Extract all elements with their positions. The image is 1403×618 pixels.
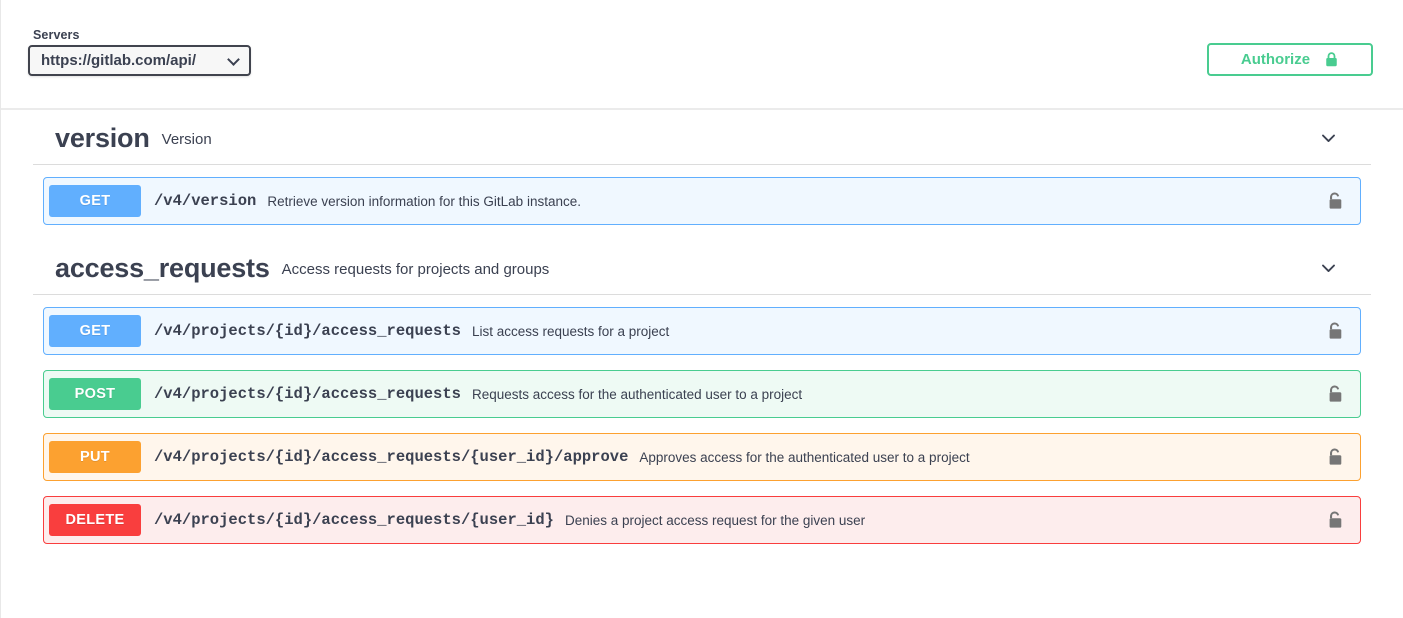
tag-section-version: version Version GET /v4/version Retrieve…: [33, 110, 1371, 225]
http-method-badge: GET: [49, 315, 141, 347]
tag-description: Version: [161, 131, 212, 148]
operation-path: /v4/version: [154, 192, 257, 210]
operation-description: Approves access for the authenticated us…: [639, 449, 970, 465]
operation-row[interactable]: PUT /v4/projects/{id}/access_requests/{u…: [43, 433, 1361, 481]
authorize-wrapper: Authorize: [1207, 43, 1373, 76]
operation-description: Denies a project access request for the …: [564, 512, 866, 528]
chevron-down-icon[interactable]: [1320, 260, 1337, 277]
tag-description: Access requests for projects and groups: [281, 261, 550, 278]
scheme-container: Servers https://gitlab.com/api/ Authoriz…: [1, 0, 1403, 110]
tag-header-access-requests[interactable]: access_requests Access requests for proj…: [33, 240, 1371, 295]
lock-open-icon[interactable]: [1326, 321, 1344, 341]
operation-row[interactable]: GET /v4/projects/{id}/access_requests Li…: [43, 307, 1361, 355]
operation-description: Requests access for the authenticated us…: [471, 386, 803, 402]
server-select[interactable]: https://gitlab.com/api/: [28, 45, 251, 76]
server-select-value: https://gitlab.com/api/: [41, 52, 197, 69]
tag-name: access_requests: [55, 253, 270, 283]
lock-open-icon[interactable]: [1326, 384, 1344, 404]
tag-name: version: [55, 123, 150, 153]
tag-header-version[interactable]: version Version: [33, 110, 1371, 165]
http-method-badge: PUT: [49, 441, 141, 473]
http-method-badge: GET: [49, 185, 141, 217]
http-method-badge: POST: [49, 378, 141, 410]
operation-path: /v4/projects/{id}/access_requests: [154, 385, 461, 403]
operation-path: /v4/projects/{id}/access_requests/{user_…: [154, 511, 554, 529]
api-operations-container: version Version GET /v4/version Retrieve…: [1, 110, 1403, 544]
operation-description: List access requests for a project: [471, 323, 670, 339]
operation-path: /v4/projects/{id}/access_requests: [154, 322, 461, 340]
authorize-button[interactable]: Authorize: [1207, 43, 1373, 76]
operation-row[interactable]: POST /v4/projects/{id}/access_requests R…: [43, 370, 1361, 418]
lock-open-icon[interactable]: [1326, 191, 1344, 211]
authorize-button-label: Authorize: [1240, 51, 1311, 68]
http-method-badge: DELETE: [49, 504, 141, 536]
servers-label: Servers: [33, 28, 80, 42]
servers-block: Servers https://gitlab.com/api/: [28, 28, 251, 76]
operation-path: /v4/projects/{id}/access_requests/{user_…: [154, 448, 629, 466]
operation-row[interactable]: DELETE /v4/projects/{id}/access_requests…: [43, 496, 1361, 544]
operation-description: Retrieve version information for this Gi…: [267, 193, 581, 209]
lock-open-icon[interactable]: [1326, 447, 1344, 467]
lock-open-icon[interactable]: [1326, 510, 1344, 530]
lock-closed-icon: [1324, 51, 1339, 68]
chevron-down-icon[interactable]: [1320, 130, 1337, 147]
tag-section-access-requests: access_requests Access requests for proj…: [33, 240, 1371, 544]
operation-row[interactable]: GET /v4/version Retrieve version informa…: [43, 177, 1361, 225]
chevron-down-icon: [227, 52, 240, 66]
